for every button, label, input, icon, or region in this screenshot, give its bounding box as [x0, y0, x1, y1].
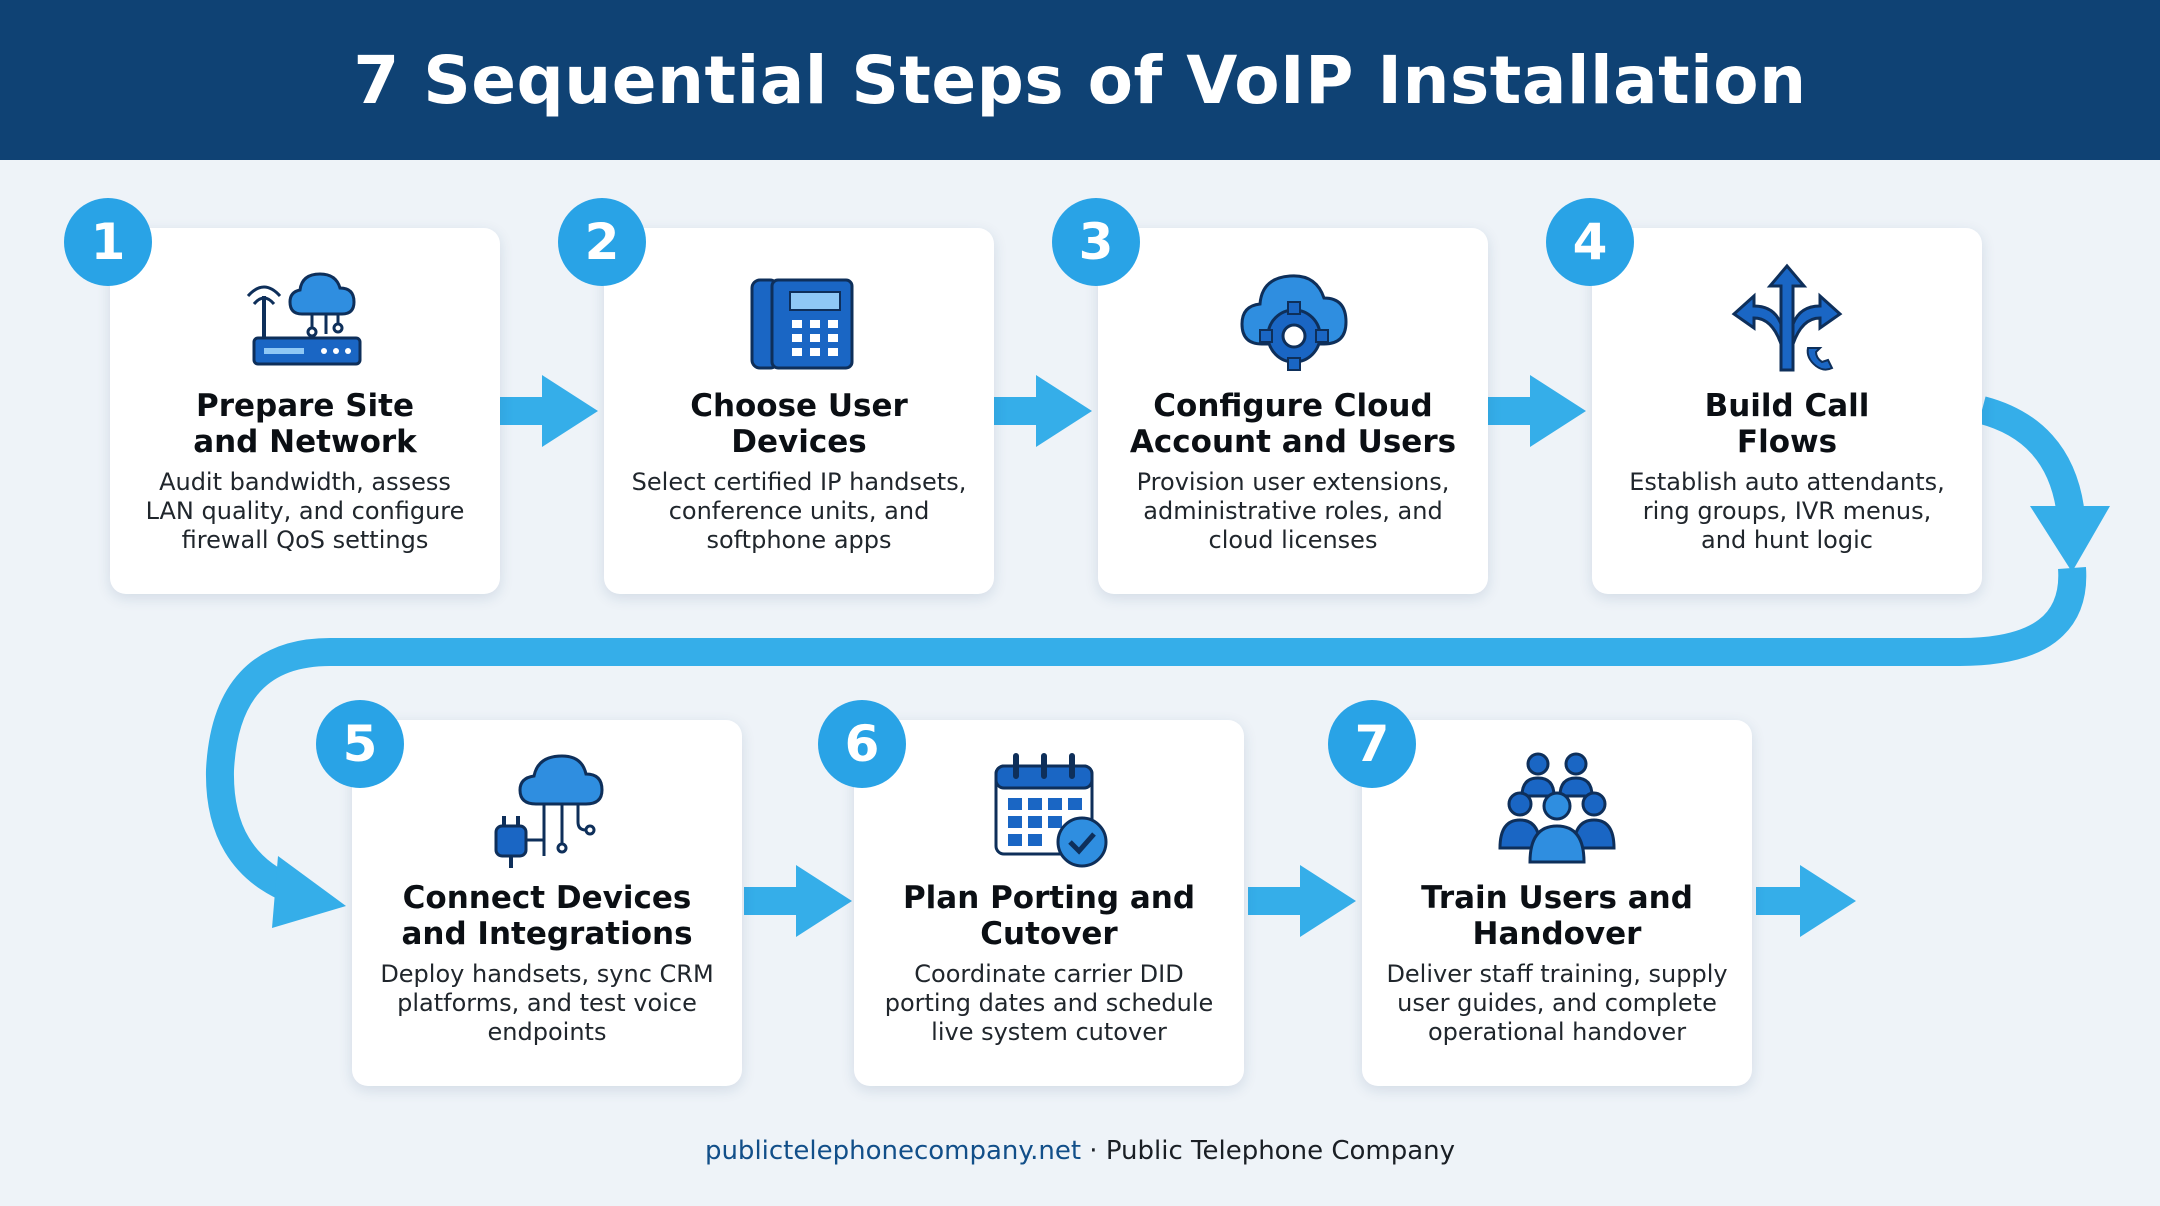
- cloud-plug-icon: [482, 744, 612, 874]
- user-group-icon: [1492, 744, 1622, 874]
- flow-arrow-1-2: [500, 375, 598, 447]
- step-number-badge-4: 4: [1546, 198, 1634, 286]
- flow-arrow-3-4: [1488, 375, 1586, 447]
- step-number-badge-5: 5: [316, 700, 404, 788]
- header-banner: 7 Sequential Steps of VoIP Installation: [0, 0, 2160, 160]
- flow-curve-4-down: [1978, 396, 2084, 511]
- flow-return-head: [272, 856, 346, 928]
- desk-phone-icon: [734, 252, 864, 382]
- footer-credit: publictelephonecompany.net · Public Tele…: [0, 1136, 2160, 1166]
- flow-curve-4-head: [2030, 506, 2110, 572]
- step-description: Select certified IP handsets,conference …: [631, 468, 967, 554]
- step-number-badge-3: 3: [1052, 198, 1140, 286]
- step-number-badge-7: 7: [1328, 700, 1416, 788]
- page-title: 7 Sequential Steps of VoIP Installation: [353, 41, 1807, 119]
- step-description: Establish auto attendants,ring groups, I…: [1629, 468, 1945, 554]
- flow-arrow-6-7: [1248, 865, 1356, 937]
- footer-company: Public Telephone Company: [1105, 1136, 1456, 1166]
- flow-arrow-7-end: [1756, 865, 1856, 937]
- router-cloud-icon: [240, 252, 370, 382]
- cloud-gear-icon: [1228, 252, 1358, 382]
- flow-arrow-5-6: [744, 865, 852, 937]
- footer-url[interactable]: publictelephonecompany.net: [704, 1136, 1082, 1166]
- step-number-badge-6: 6: [818, 700, 906, 788]
- step-number-badge-1: 1: [64, 198, 152, 286]
- flow-arrow-2-3: [994, 375, 1092, 447]
- calendar-check-icon: [984, 744, 1114, 874]
- step-description: Provision user extensions,administrative…: [1136, 468, 1450, 554]
- step-number-badge-2: 2: [558, 198, 646, 286]
- footer-separator: ·: [1081, 1136, 1106, 1166]
- call-routing-arrows-icon: [1722, 252, 1852, 382]
